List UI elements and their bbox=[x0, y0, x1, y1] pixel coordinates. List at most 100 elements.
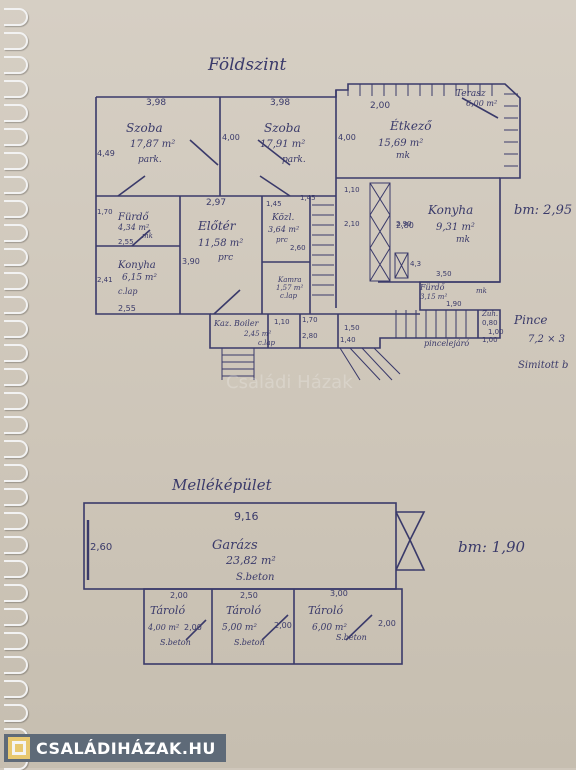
storage-width: 2,50 bbox=[240, 591, 258, 600]
plan-extra-label: 1,45 bbox=[300, 194, 316, 202]
storage-name: Tároló bbox=[150, 604, 185, 617]
spiral-coil bbox=[4, 680, 28, 698]
room-name: Terasz bbox=[456, 89, 486, 99]
wall-lines bbox=[83, 83, 521, 665]
spiral-coil bbox=[4, 176, 28, 194]
storage-depth: 2,00 bbox=[274, 621, 292, 630]
plan-extra-label: 1,10 bbox=[274, 318, 290, 326]
garage-name: Garázs bbox=[212, 538, 258, 553]
room-dim-width: 3,50 bbox=[436, 270, 452, 278]
outbuilding-title: Melléképület bbox=[171, 476, 273, 494]
plan-extra-label: 1,50 bbox=[344, 324, 360, 332]
spiral-coil bbox=[4, 536, 28, 554]
watermark-faint-text: Családi Házak bbox=[226, 372, 353, 393]
garage-depth: 2,60 bbox=[90, 542, 112, 553]
room-floor: mk bbox=[396, 151, 410, 161]
spiral-coil bbox=[4, 488, 28, 506]
garage-floor: S.beton bbox=[236, 572, 274, 583]
room-area: 11,58 m² bbox=[198, 238, 243, 249]
cellar-size: 7,2 × 3 bbox=[528, 334, 565, 345]
spiral-coil bbox=[4, 272, 28, 290]
room-area: 2,45 m² bbox=[243, 330, 271, 338]
plan-extra-label: 1,00 bbox=[488, 328, 504, 336]
room-dim-width: 2,80 bbox=[396, 221, 414, 230]
spiral-coil bbox=[4, 8, 28, 26]
storage-name: Tároló bbox=[308, 604, 343, 617]
room-name: Előtér bbox=[197, 219, 237, 233]
plan-extra-label: 1,10 bbox=[344, 186, 360, 194]
spiral-coil bbox=[4, 224, 28, 242]
room-dim-depth: 1,70 bbox=[97, 208, 113, 216]
site-watermark-badge: CSALÁDIHÁZAK.HU bbox=[4, 734, 226, 762]
spiral-coil bbox=[4, 128, 28, 146]
spiral-binding bbox=[0, 0, 34, 770]
spiral-coil bbox=[4, 656, 28, 674]
spiral-coil bbox=[4, 152, 28, 170]
plan-extra-label: 2,10 bbox=[344, 220, 360, 228]
storage-floor: S.beton bbox=[160, 638, 191, 647]
house-logo-icon bbox=[8, 737, 30, 759]
spiral-coil bbox=[4, 704, 28, 722]
garage-width: 9,16 bbox=[234, 510, 259, 523]
storage-depth: 2,00 bbox=[184, 623, 202, 632]
room-dim-depth: 4,3 bbox=[410, 260, 421, 268]
spiral-coil bbox=[4, 512, 28, 530]
storage-depth: 2,00 bbox=[378, 619, 396, 628]
room-name: Szoba bbox=[264, 121, 301, 135]
room-name: Konyha bbox=[117, 260, 156, 271]
spiral-coil bbox=[4, 440, 28, 458]
ground-floor-title: Földszint bbox=[207, 55, 286, 75]
plan-extra-label: 1,40 bbox=[340, 336, 356, 344]
spiral-coil bbox=[4, 104, 28, 122]
spiral-coil bbox=[4, 560, 28, 578]
room-dim-width: 2,97 bbox=[206, 198, 226, 208]
site-watermark-text: CSALÁDIHÁZAK.HU bbox=[36, 738, 216, 758]
cellar-door-dims: 0,80 bbox=[482, 319, 498, 327]
spiral-coil bbox=[4, 32, 28, 50]
outbuilding-height-note: bm: 1,90 bbox=[458, 538, 526, 556]
cellar-stair-label: pincelejáró bbox=[424, 339, 469, 348]
plan-extra-label: 2,90 bbox=[396, 220, 412, 228]
room-name: Fürdő bbox=[117, 212, 150, 223]
room-dim-depth: 4,00 bbox=[222, 133, 240, 142]
room-dim-width: 1,45 bbox=[266, 200, 282, 208]
room-dim-depth: 4,00 bbox=[338, 133, 356, 142]
spiral-coil bbox=[4, 464, 28, 482]
storage-area: 5,00 m² bbox=[222, 623, 257, 633]
room-area: 1,57 m² bbox=[276, 284, 303, 292]
room-dim-depth: 2,41 bbox=[97, 276, 113, 284]
room-dim-width: 2,00 bbox=[370, 101, 390, 111]
cellar-door-label: Zuh. bbox=[481, 310, 498, 318]
room-floor: mk bbox=[456, 235, 470, 245]
room-floor: c.lap bbox=[280, 292, 298, 300]
room-name: Fürdő bbox=[419, 283, 446, 292]
room-floor: c.lap bbox=[258, 339, 276, 347]
room-area: 6,15 m² bbox=[122, 273, 157, 283]
room-floor: prc bbox=[218, 253, 233, 263]
room-area: 15,69 m² bbox=[378, 138, 423, 149]
garage-area: 23,82 m² bbox=[225, 554, 276, 567]
spiral-coil bbox=[4, 392, 28, 410]
storage-area: 6,00 m² bbox=[312, 623, 347, 633]
room-floor: prc bbox=[276, 236, 288, 244]
storage-name: Tároló bbox=[226, 604, 261, 617]
room-dim-depth: 4,49 bbox=[97, 149, 115, 158]
room-floor: mk bbox=[142, 232, 153, 240]
spiral-coil bbox=[4, 344, 28, 362]
room-dim-width: 2,55 bbox=[118, 304, 136, 313]
spiral-coil bbox=[4, 56, 28, 74]
room-dim-width: 3,98 bbox=[146, 98, 166, 108]
room-name: Konyha bbox=[427, 203, 473, 217]
cellar-floor: Simitott b bbox=[518, 360, 568, 371]
room-name: Szoba bbox=[126, 121, 163, 135]
spiral-coil bbox=[4, 416, 28, 434]
spiral-coil bbox=[4, 320, 28, 338]
ground-floor-height-note: bm: 2,95 bbox=[514, 203, 572, 218]
room-dim-width: 2,55 bbox=[118, 238, 134, 246]
spiral-coil bbox=[4, 368, 28, 386]
spiral-coil bbox=[4, 584, 28, 602]
storage-floor: S.beton bbox=[336, 633, 367, 642]
room-floor: mk bbox=[476, 287, 487, 295]
plan-extra-label: 2,80 bbox=[302, 332, 318, 340]
